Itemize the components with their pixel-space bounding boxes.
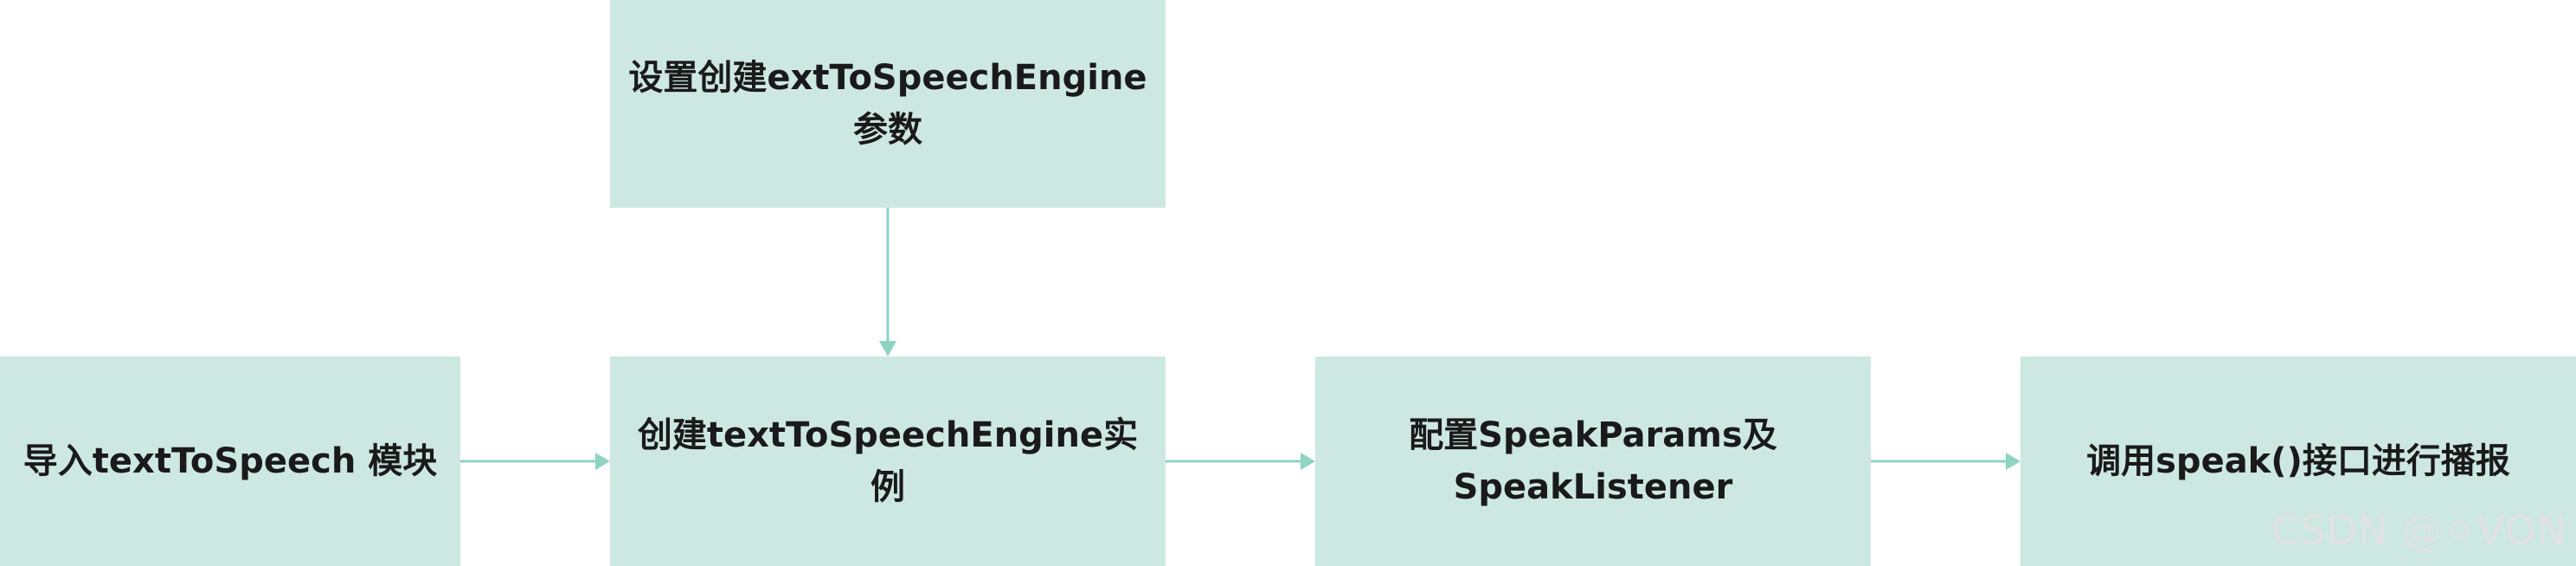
node-set-engine-params-label: 设置创建extToSpeechEngine 参数 — [628, 58, 1147, 150]
node-import-module: 导入textToSpeech 模块 — [0, 357, 460, 566]
arrowhead-create-to-config — [1301, 453, 1315, 470]
node-call-speak-label: 调用speak()接口进行播报 — [2086, 441, 2510, 481]
node-call-speak: 调用speak()接口进行播报 — [2020, 357, 2576, 566]
arrowhead-config-to-speak — [2006, 453, 2020, 470]
node-configure-params-listener: 配置SpeakParams及 SpeakListener — [1315, 357, 1871, 566]
node-set-engine-params: 设置创建extToSpeechEngine 参数 — [610, 0, 1166, 208]
node-create-engine-instance-label: 创建textToSpeechEngine实 例 — [637, 415, 1139, 507]
arrowhead-import-to-create — [595, 453, 610, 470]
node-import-module-label: 导入textToSpeech 模块 — [22, 441, 438, 481]
node-configure-params-listener-label: 配置SpeakParams及 SpeakListener — [1409, 415, 1777, 507]
csdn-watermark: CSDN @⚪VON — [2271, 507, 2567, 554]
arrowhead-params-to-create — [879, 341, 896, 357]
node-create-engine-instance: 创建textToSpeechEngine实 例 — [610, 357, 1166, 566]
